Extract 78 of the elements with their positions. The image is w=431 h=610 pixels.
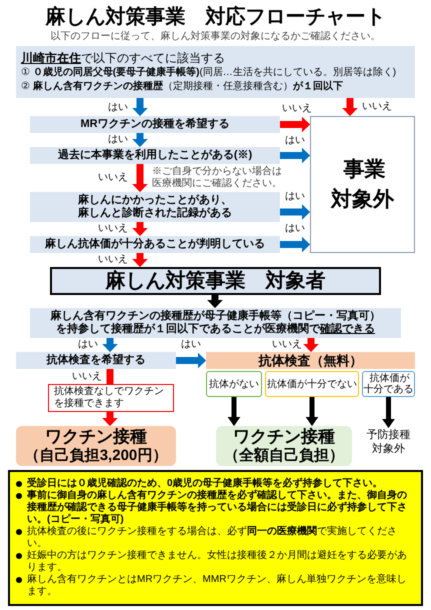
arrow [280, 116, 310, 132]
result-option-box [265, 371, 359, 397]
condition-box [16, 46, 415, 98]
question-box [30, 192, 280, 222]
arrow [176, 352, 206, 368]
arrow [382, 397, 395, 428]
result-option-box [206, 371, 262, 397]
edge-label: いいえ [282, 103, 312, 115]
question-text: MRワクチンの接種を希望する [80, 118, 230, 131]
arrow [280, 204, 310, 220]
footnote-text: ※ご自身で分からない場合は医療機関にご確認ください。 [152, 166, 283, 190]
edge-label: いいえ [362, 101, 392, 113]
test-header-bar [206, 352, 415, 369]
arrow [207, 295, 223, 308]
connector-line [106, 369, 114, 384]
option-text: 抗体がない [209, 378, 259, 390]
edge-label: いいえ [98, 172, 128, 184]
question-box [16, 352, 176, 369]
question-text: 麻しん含有ワクチンの接種歴が母子健康手帳等（コピー・写真可）を持参して接種歴が１回以下であることが医療機関で確認できる [50, 310, 382, 336]
arrow [132, 222, 148, 236]
question-text: 麻しんにかかったことがあり、麻しんと診断された記録がある [77, 194, 233, 220]
outcome-box [216, 426, 352, 466]
arrow [280, 236, 310, 252]
arrow [102, 412, 118, 426]
arrow [303, 338, 319, 352]
notice-text: 受診日には０歳児確認のため、0歳児の母子健康手帳等を必ず持参して下さい。 [27, 478, 383, 489]
arrow [132, 98, 148, 116]
outcome-title: ワクチン接種 [233, 427, 335, 447]
outcome-cost: （自己負担3,200円） [24, 447, 168, 465]
edge-label: はい [285, 223, 305, 235]
option-text: 抗体価が十分である [363, 373, 414, 395]
notice-text: 抗体検査の後にワクチン接種をする場合は、必ず同一の医療機関で実施してください。 [27, 526, 398, 550]
arrow [228, 397, 240, 426]
target-box [50, 267, 381, 295]
edge-label: はい [285, 191, 305, 203]
question-box [30, 236, 280, 253]
test-header-text: 抗体検査（無料） [258, 353, 362, 368]
edge-label: はい [78, 339, 98, 351]
arrow [306, 397, 318, 426]
arrow [342, 98, 358, 116]
arrow [102, 338, 118, 352]
question-box [30, 147, 280, 164]
question-text: 麻しん抗体価が十分あることが判明している [45, 238, 265, 251]
notice-text: 事前に御自身の麻しん含有ワクチンの接種歴を必ず確認して下さい。また、御自身の接種歴が確認できる母子健康手帳等を持っている場合には受診日に必ず持参して下さい。(コピー・写真可) [27, 490, 408, 526]
outcome-cost: （全額自己負担） [224, 447, 344, 465]
condition-item: ② 麻しん含有ワクチンの接種歴（定期接種・任意接種含む）が１回以下 [21, 80, 343, 94]
edge-label: いいえ [98, 223, 128, 235]
question-text: 抗体検査を希望する [46, 354, 146, 367]
arrow [132, 164, 148, 192]
title: 麻しん対策事業 対応フローチャート [46, 5, 386, 29]
result-box [310, 116, 415, 253]
notice-text: 妊娠中の方はワクチン接種できません。女性は接種後２か月間は避妊をする必要があります。 [27, 550, 408, 574]
outcome-text: 予防接種対象外 [366, 428, 412, 456]
condition-item: ① ０歳児の同居父母(要母子健康手帳等)(同居…生活を共にしている。別居等は除く) [21, 66, 396, 80]
notice-text: 麻しん含有ワクチンとはMRワクチン、MMRワクチン、麻しん単独ワクチンを意味します。 [27, 574, 408, 598]
notice-box [8, 470, 423, 606]
edge-label: はい [181, 339, 201, 351]
outcome-title: ワクチン接種 [45, 427, 147, 447]
edge-label: いいえ [272, 339, 302, 351]
question-box [30, 308, 401, 338]
outcome-box [16, 426, 176, 466]
subtitle-text: 以下のフローに従って、麻しん対策事業の対象になるかご確認ください。 [50, 31, 380, 43]
note-text: 抗体検査なしでワクチンを接種できます [54, 386, 165, 410]
result-text: 事業対象外 [330, 156, 395, 212]
arrow [132, 253, 148, 267]
target-text: 麻しん対策事業 対象者 [106, 269, 326, 293]
arrow [280, 148, 310, 164]
note-box [48, 384, 174, 412]
option-text: 抗体価が十分でない [267, 378, 357, 390]
condition-heading: 川崎市在住で以下のすべてに該当する [21, 50, 225, 66]
edge-label: はい [108, 102, 128, 114]
edge-label: はい [285, 135, 305, 147]
question-box [30, 116, 280, 133]
question-text: 過去に本事業を利用したことがある(※) [58, 149, 252, 162]
edge-label: はい [108, 134, 128, 146]
edge-label: いいえ [98, 254, 128, 266]
arrow [132, 133, 148, 147]
edge-label: いいえ [72, 371, 102, 383]
